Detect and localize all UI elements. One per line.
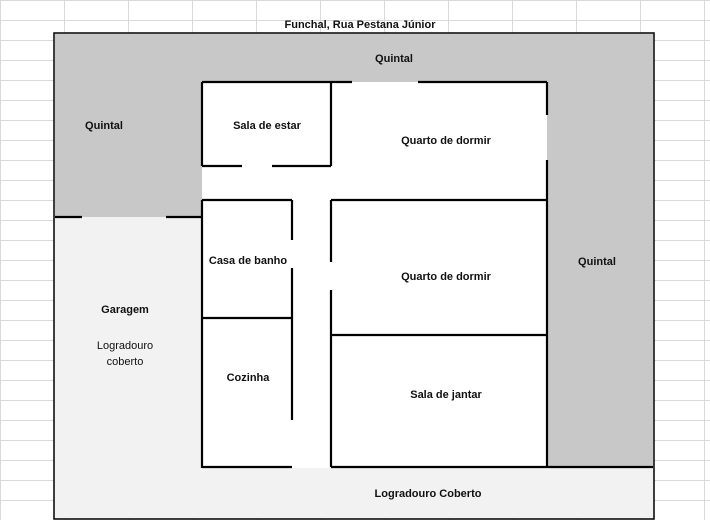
casa-de-banho-label: Casa de banho (208, 255, 288, 267)
quintal-left-label: Quintal (85, 120, 123, 132)
quintal-top-label: Quintal (375, 53, 413, 65)
logradouro-coberto-bottom-label: Logradouro Coberto (374, 488, 482, 500)
logradouro-coberto-left-label: Logradouro coberto (96, 340, 154, 368)
cozinha-label: Cozinha (226, 372, 270, 384)
quarto-de-dormir-1-label: Quarto de dormir (401, 135, 491, 147)
quintal-right-label: Quintal (578, 256, 616, 268)
page-title: Funchal, Rua Pestana Júnior (284, 19, 436, 31)
garagem-label: Garagem (101, 304, 149, 316)
quarto-de-dormir-2-label: Quarto de dormir (401, 271, 491, 283)
walls (55, 80, 653, 469)
house-interior (202, 82, 547, 468)
sala-de-estar-label: Sala de estar (233, 120, 301, 132)
quintal-area (55, 34, 653, 467)
sala-de-jantar-label: Sala de jantar (410, 389, 482, 401)
